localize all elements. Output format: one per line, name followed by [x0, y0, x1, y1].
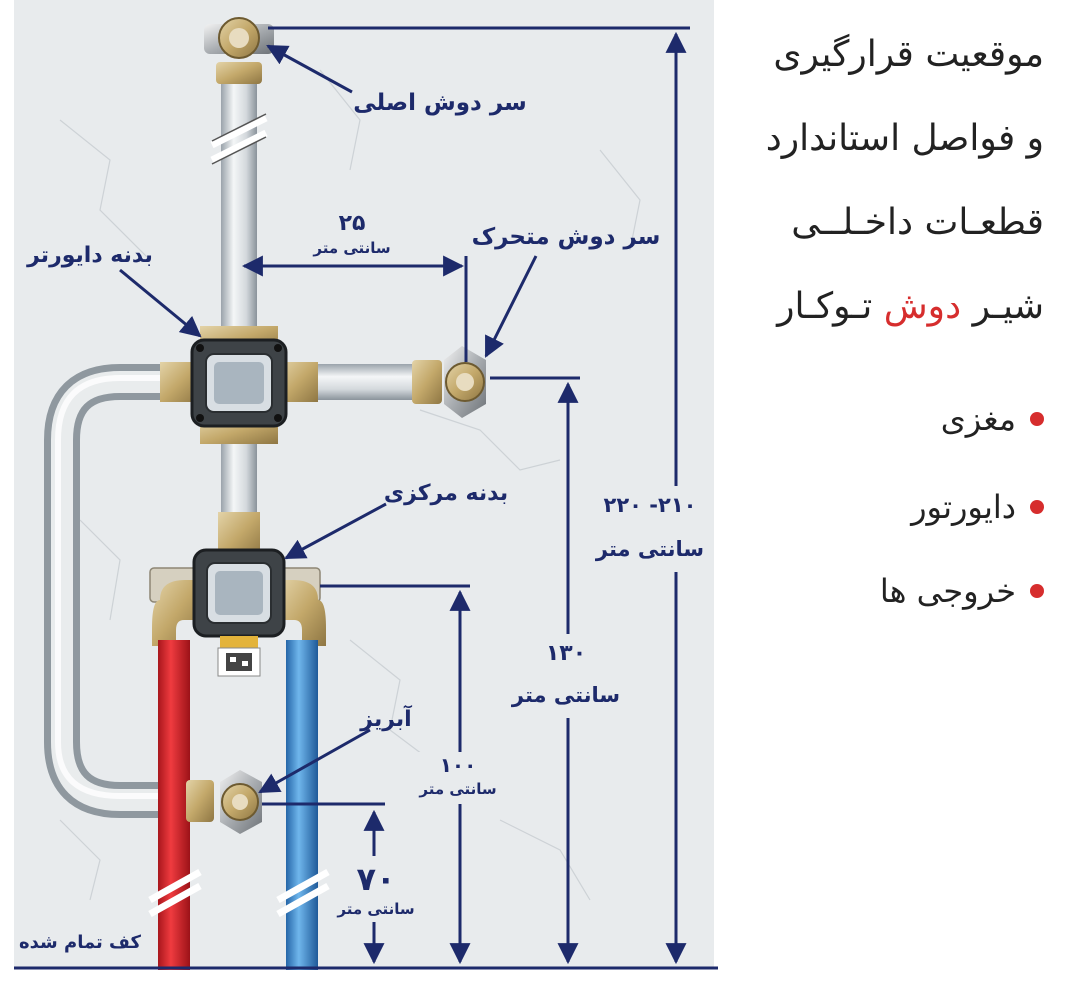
title-line-4-accent: دوش [883, 286, 962, 327]
bullet-text: خروجی ها [879, 572, 1016, 610]
hand-shower-pipe [300, 364, 430, 400]
wall-cracks [59, 69, 641, 901]
pipe-break-mark-bottom [148, 868, 330, 918]
hot-water-pipe [158, 640, 190, 970]
diverter-body-box [160, 326, 318, 444]
label-spout: آبریز [359, 704, 412, 732]
dim-100-unit: سانتی متر [418, 780, 496, 798]
bullet-dot-icon [1030, 500, 1044, 514]
bullet-item: دایورتور [911, 488, 1044, 526]
info-panel: موقعیت قرارگیری و فواصل استاندارد قطعـات… [720, 0, 1074, 981]
title-line-2: و فواصل استاندارد [765, 118, 1044, 159]
bullet-text: مغزی [940, 400, 1016, 438]
dim-210-unit: سانتی متر [595, 537, 704, 561]
bullet-item: خروجی ها [880, 572, 1044, 610]
label-diverter-body: بدنه دایورتر [26, 243, 153, 268]
pipe-break-mark-top [210, 114, 268, 164]
title-line-4-part-a: شیـر [972, 286, 1044, 327]
concrete-wall [14, 0, 714, 968]
bullet-text: دایورتور [911, 488, 1016, 526]
dim-210-value: ۲۱۰- ۲۲۰ [604, 493, 697, 517]
plumbing-diagram: سر دوش اصلی بدنه دایورتر سر دوش متحرک بد… [14, 0, 718, 970]
dim-100-value: ۱۰۰ [440, 753, 477, 777]
dim-130-unit: سانتی متر [511, 683, 620, 707]
dim-25-value: ۲۵ [339, 211, 366, 236]
label-hand-shower-head: سر دوش متحرک [472, 224, 661, 250]
central-mixer-body [149, 512, 326, 677]
title-line-4: شیـر دوش تـوکـار [777, 286, 1044, 327]
bullet-item: مغزی [941, 400, 1044, 438]
bullet-dot-icon [1030, 584, 1044, 598]
spout-fitting [186, 770, 262, 834]
dim-25-unit: سانتی متر [312, 239, 390, 257]
hand-shower-fitting [412, 346, 486, 418]
dim-130-value: ۱۳۰ [546, 641, 586, 666]
label-finished-floor: کف تمام شده [19, 932, 141, 953]
riser-pipe-upper [221, 70, 257, 350]
title-line-1: موقعیت قرارگیری [773, 34, 1044, 75]
bullet-dot-icon [1030, 412, 1044, 426]
title-line-3: قطعـات داخـلــی [791, 202, 1044, 243]
dim-70-unit: سانتی متر [336, 900, 414, 918]
main-shower-head-fitting [204, 17, 274, 84]
dim-70-value: ۷۰ [356, 860, 395, 898]
label-central-body: بدنه مرکزی [384, 481, 508, 506]
label-main-shower-head: سر دوش اصلی [353, 90, 527, 116]
callout-arrows [119, 44, 538, 794]
title-line-4-part-b: تـوکـار [777, 286, 873, 327]
